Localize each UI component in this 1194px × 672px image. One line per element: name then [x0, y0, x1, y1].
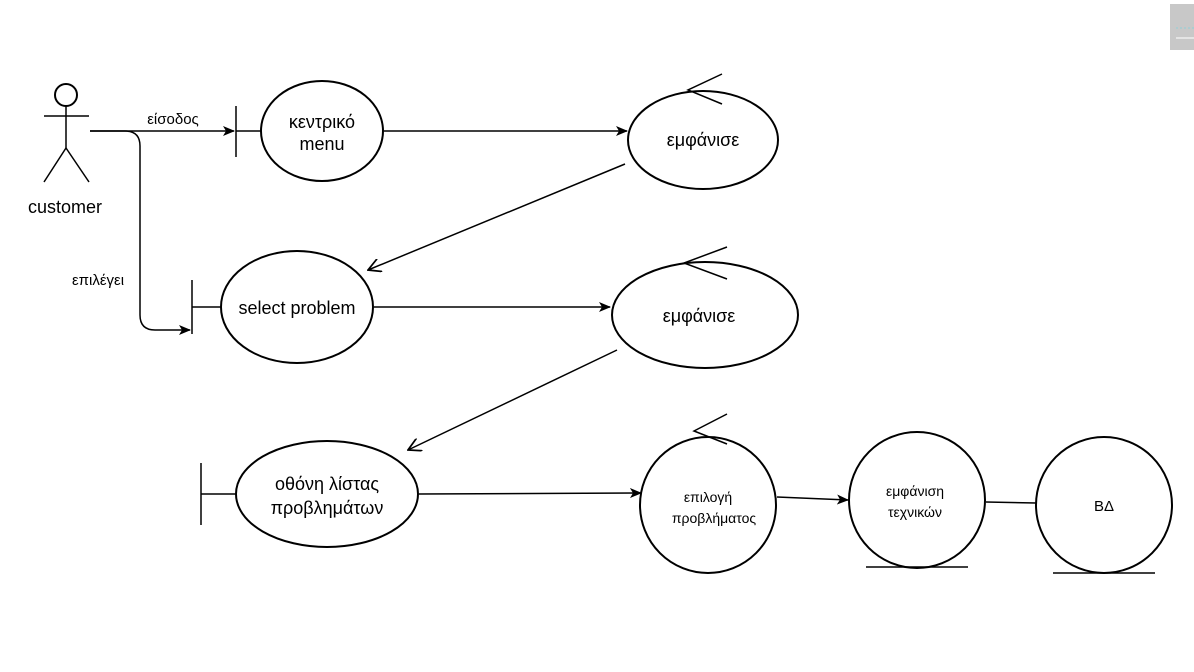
control-select-problem[interactable]: επιλογή προβλήματος	[639, 413, 777, 574]
edge-show-to-list[interactable]	[408, 349, 618, 450]
control-arrow-icon	[686, 73, 723, 105]
select-ctrl-line-1: επιλογή	[684, 489, 732, 505]
select-ctrl-line-2: προβλήματος	[672, 510, 757, 526]
control-arrow-icon	[692, 413, 728, 445]
actor-left-leg	[43, 147, 67, 183]
show-2-label: εμφάνισε	[663, 306, 736, 326]
edge-select-to-technicians[interactable]	[776, 494, 849, 505]
boundary-select-problem[interactable]: select problem	[191, 250, 374, 364]
control-show-2[interactable]: εμφάνισε	[611, 246, 799, 369]
corner-thumbnail-icon[interactable]	[1170, 4, 1194, 50]
problem-list-line-1: οθόνη λίστας	[275, 474, 379, 494]
actor-right-leg	[65, 147, 90, 183]
control-arrow-icon	[681, 246, 728, 280]
show-1-label: εμφάνισε	[667, 130, 740, 150]
main-menu-line-2: menu	[299, 134, 344, 154]
boundary-problem-list[interactable]: οθόνη λίστας προβλημάτων	[200, 440, 419, 548]
main-menu-line-1: κεντρικό	[289, 112, 355, 132]
edge-list-to-select-ctrl[interactable]	[418, 488, 642, 499]
db-label: ΒΔ	[1094, 498, 1114, 515]
actor-head	[54, 83, 78, 107]
select-problem-label: select problem	[238, 298, 355, 318]
edge-select[interactable]	[90, 130, 191, 335]
edge-select-label: επιλέγει	[72, 272, 124, 289]
actor-label: customer	[28, 197, 102, 217]
entity-db[interactable]: ΒΔ	[1035, 436, 1173, 574]
actor-customer[interactable]: customer	[28, 83, 102, 217]
edge-technicians-to-db[interactable]	[985, 501, 1037, 504]
problem-list-line-2: προβλημάτων	[271, 498, 384, 518]
boundary-main-menu[interactable]: κεντρικό menu	[235, 80, 384, 182]
technicians-line-1: εμφάνιση	[886, 483, 944, 499]
technicians-line-2: τεχνικών	[888, 504, 942, 520]
entity-show-technicians[interactable]: εμφάνιση τεχνικών	[848, 431, 986, 569]
edge-login-label: είσοδος	[147, 111, 199, 128]
edge-show-to-select[interactable]	[368, 163, 626, 270]
control-show-1[interactable]: εμφάνισε	[627, 73, 779, 190]
